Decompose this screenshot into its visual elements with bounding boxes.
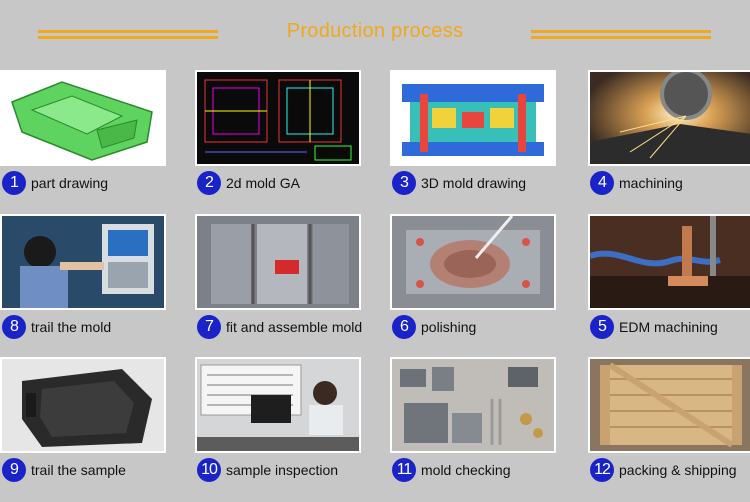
step-number-badge: 7 bbox=[197, 315, 221, 339]
step-label: mold checking bbox=[421, 462, 511, 478]
assemble-mold-image bbox=[195, 214, 361, 310]
step-label: trail the sample bbox=[31, 462, 126, 478]
inspection-image bbox=[195, 357, 361, 453]
crate-image bbox=[588, 357, 750, 453]
step-card: 6 polishing bbox=[390, 214, 560, 354]
header-rule-right bbox=[531, 30, 711, 40]
step-number-badge: 6 bbox=[392, 315, 416, 339]
step-label: EDM machining bbox=[619, 319, 718, 335]
step-card: 1 part drawing bbox=[0, 70, 170, 210]
step-number-badge: 4 bbox=[590, 171, 614, 195]
step-caption: 10 sample inspection bbox=[197, 457, 338, 483]
step-label: machining bbox=[619, 175, 683, 191]
step-card: 9 trail the sample bbox=[0, 357, 170, 497]
step-card: 5 EDM machining bbox=[588, 214, 750, 354]
step-number-badge: 12 bbox=[590, 458, 614, 482]
header: Production process bbox=[0, 0, 750, 66]
step-card: 3 3D mold drawing bbox=[390, 70, 560, 210]
step-card: 8 trail the mold bbox=[0, 214, 170, 354]
step-label: 3D mold drawing bbox=[421, 175, 527, 191]
polishing-image bbox=[390, 214, 556, 310]
step-card: 7 fit and assemble mold bbox=[195, 214, 365, 354]
step-card: 10 sample inspection bbox=[195, 357, 365, 497]
trail-mold-image bbox=[0, 214, 166, 310]
step-caption: 11 mold checking bbox=[392, 457, 511, 483]
step-label: 2d mold GA bbox=[226, 175, 300, 191]
step-number-badge: 9 bbox=[2, 458, 26, 482]
step-number-badge: 5 bbox=[590, 315, 614, 339]
page-title: Production process bbox=[286, 20, 464, 42]
step-number-badge: 1 bbox=[2, 171, 26, 195]
step-number-badge: 11 bbox=[392, 458, 416, 482]
step-caption: 8 trail the mold bbox=[2, 314, 111, 340]
step-label: sample inspection bbox=[226, 462, 339, 478]
mold-checking-image bbox=[390, 357, 556, 453]
mold-ga-image bbox=[195, 70, 361, 166]
step-label: part drawing bbox=[31, 175, 109, 191]
part-drawing-image bbox=[0, 70, 166, 166]
sample-image bbox=[0, 357, 166, 453]
edm-image bbox=[588, 214, 750, 310]
step-caption: 7 fit and assemble mold bbox=[197, 314, 362, 340]
step-caption: 5 EDM machining bbox=[590, 314, 718, 340]
step-label: packing & shipping bbox=[619, 462, 737, 478]
step-label: fit and assemble mold bbox=[226, 319, 363, 335]
machining-image bbox=[588, 70, 750, 166]
step-label: polishing bbox=[421, 319, 477, 335]
step-number-badge: 2 bbox=[197, 171, 221, 195]
step-card: 11 mold checking bbox=[390, 357, 560, 497]
step-card: 12 packing & shipping bbox=[588, 357, 750, 497]
step-caption: 3 3D mold drawing bbox=[392, 170, 526, 196]
step-card: 2 2d mold GA bbox=[195, 70, 365, 210]
step-number-badge: 10 bbox=[197, 458, 221, 482]
step-card: 4 machining bbox=[588, 70, 750, 210]
step-caption: 12 packing & shipping bbox=[590, 457, 737, 483]
step-caption: 2 2d mold GA bbox=[197, 170, 300, 196]
step-label: trail the mold bbox=[31, 319, 112, 335]
step-caption: 4 machining bbox=[590, 170, 683, 196]
3d-mold-image bbox=[390, 70, 556, 166]
step-caption: 6 polishing bbox=[392, 314, 476, 340]
step-number-badge: 3 bbox=[392, 171, 416, 195]
step-caption: 1 part drawing bbox=[2, 170, 108, 196]
step-number-badge: 8 bbox=[2, 315, 26, 339]
header-rule-left bbox=[38, 30, 218, 40]
step-caption: 9 trail the sample bbox=[2, 457, 126, 483]
